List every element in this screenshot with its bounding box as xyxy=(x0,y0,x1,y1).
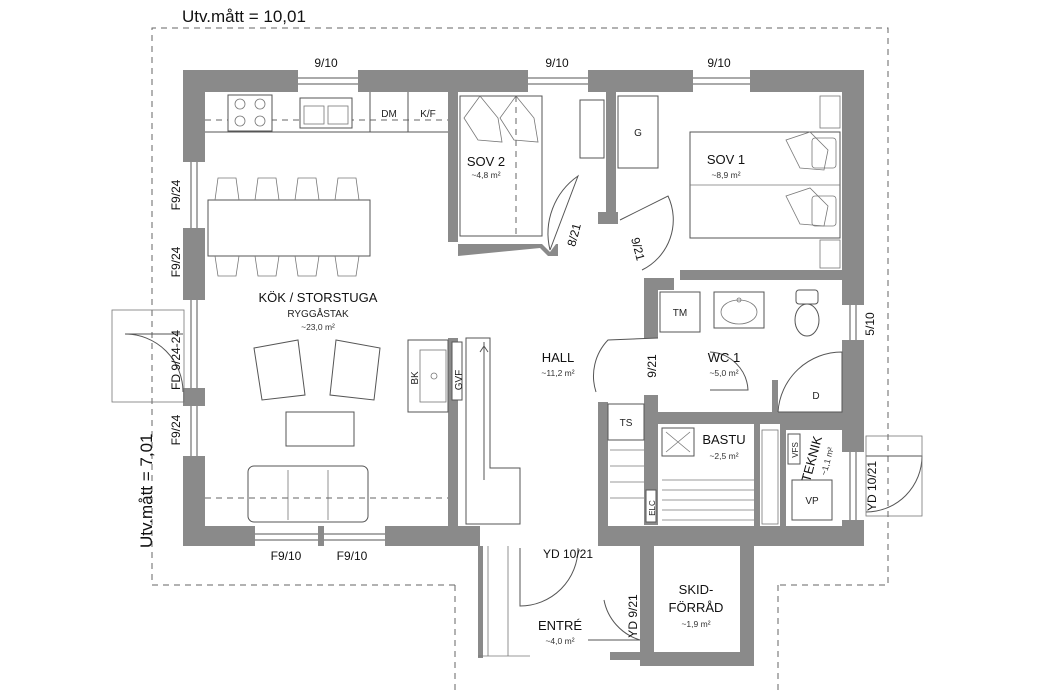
sofa xyxy=(247,465,369,523)
door-skid-label: YD 9/21 xyxy=(626,594,640,638)
width-dimension: Utv.mått = 10,01 xyxy=(182,7,306,26)
dishwasher-label: DM xyxy=(381,109,397,120)
window-left-1: F9/24 xyxy=(169,179,183,210)
windows xyxy=(190,77,857,541)
window-left-door: FD 9/24-24 xyxy=(169,330,183,390)
room-kok-sub: RYGGÅSTAK xyxy=(287,307,349,320)
window-bottom-2: F9/10 xyxy=(337,549,368,563)
wardrobe-label: G xyxy=(634,128,642,139)
room-teknik-name: TEKNIK xyxy=(798,434,825,484)
exterior-walls xyxy=(183,70,864,666)
room-bastu-name: BASTU xyxy=(702,432,745,447)
porches xyxy=(111,309,923,657)
door-wc xyxy=(592,337,659,393)
door-sov1 xyxy=(619,195,674,271)
stove-icon xyxy=(227,94,273,132)
window-top-3: 9/10 xyxy=(707,56,731,70)
room-bastu-area: ~2,5 m² xyxy=(709,451,738,461)
door-left xyxy=(124,333,184,393)
room-sov1-area: ~8,9 m² xyxy=(711,170,740,180)
vfs-label: VFS xyxy=(791,442,800,458)
room-skid-name-2: FÖRRÅD xyxy=(669,600,724,615)
gvf-label: GVF xyxy=(454,370,465,391)
room-entre-name: ENTRÉ xyxy=(538,618,582,633)
window-left-2: F9/24 xyxy=(169,246,183,277)
window-top-1: 9/10 xyxy=(314,56,338,70)
room-sov2-name: SOV 2 xyxy=(467,154,505,169)
door-sov2 xyxy=(547,174,580,251)
teknik-fixtures: VP VFS xyxy=(787,433,833,521)
door-entrance xyxy=(519,547,579,607)
window-right: 5/10 xyxy=(863,312,877,336)
hall-wardrobe xyxy=(465,337,521,525)
room-kok-name: KÖK / STORSTUGA xyxy=(259,290,378,305)
door-skid xyxy=(588,599,641,641)
bastu-fixtures xyxy=(661,427,779,525)
room-entre-area: ~4,0 m² xyxy=(545,636,574,646)
sov2-furniture xyxy=(459,95,605,237)
wc-fixtures: TM D xyxy=(659,289,843,413)
dryer-label: TS xyxy=(620,418,633,429)
living-furniture xyxy=(205,339,448,523)
coffee-table xyxy=(285,411,355,447)
door-right-label: YD 10/21 xyxy=(865,461,879,511)
door-entrance-label: YD 10/21 xyxy=(543,547,593,561)
fridge-freezer-label: K/F xyxy=(420,109,436,120)
door-sov2-label: 8/21 xyxy=(564,222,584,248)
room-kok-area: ~23,0 m² xyxy=(301,322,335,332)
room-wc1-area: ~5,0 m² xyxy=(709,368,738,378)
window-top-2: 9/10 xyxy=(545,56,569,70)
door-wc-label: 9/21 xyxy=(645,354,659,378)
door-sov1-label: 9/21 xyxy=(628,236,648,262)
kitchen-counter: DM K/F xyxy=(205,92,448,133)
shower-label: D xyxy=(812,391,819,402)
room-skid-name-1: SKID- xyxy=(679,582,714,597)
height-dimension: Utv.mått = 7,01 xyxy=(137,434,156,548)
fireplace: BK GVF xyxy=(407,339,465,413)
window-bottom-1: F9/10 xyxy=(271,549,302,563)
ts-closet: TS ELC xyxy=(607,403,657,523)
sov1-furniture: G xyxy=(617,95,841,269)
wardrobe-sov1 xyxy=(617,95,659,169)
room-sov2-area: ~4,8 m² xyxy=(471,170,500,180)
room-skid-area: ~1,9 m² xyxy=(681,619,710,629)
elc-label: ELC xyxy=(648,500,657,516)
room-wc1-name: WC 1 xyxy=(708,350,741,365)
roof-outline xyxy=(151,27,889,690)
sink-icon xyxy=(299,97,353,129)
armchair-right xyxy=(329,339,381,401)
doors xyxy=(124,174,923,641)
room-sov1-name: SOV 1 xyxy=(707,152,745,167)
room-hall-area: ~11,2 m² xyxy=(541,368,574,378)
labels: Utv.mått = 10,01 Utv.mått = 7,01 9/10 9/… xyxy=(137,7,879,646)
dining-table xyxy=(207,177,371,277)
room-hall-name: HALL xyxy=(542,350,575,365)
washer-label: TM xyxy=(673,308,687,319)
window-left-3: F9/24 xyxy=(169,414,183,445)
armchair-left xyxy=(253,339,306,401)
fireplace-label: BK xyxy=(410,371,421,385)
heatpump-label: VP xyxy=(805,496,819,507)
